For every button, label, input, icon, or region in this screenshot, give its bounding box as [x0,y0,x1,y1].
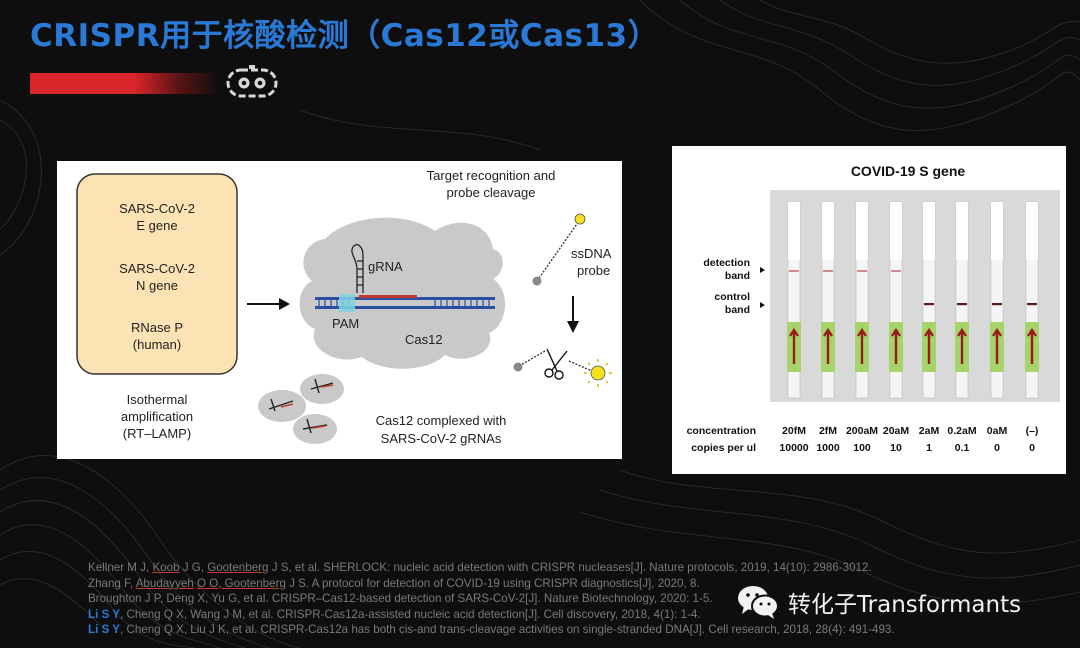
arrow-down-icon [567,296,579,333]
concentration-value: 20aM [883,425,910,437]
concentration-value: (–) [1026,425,1039,437]
test-strip [955,201,969,399]
detection-pointer [760,267,765,273]
control-pointer [760,302,765,308]
watermark-text: 转化子Transformants [788,592,1022,618]
box-line1: SARS-CoV-2 [119,201,195,216]
arrow-right-icon [247,298,290,310]
references: Kellner M J, Koob J G, Gootenberg J S, e… [88,560,1068,638]
detection-line2: band [725,270,750,282]
slide-title: CRISPR用于核酸检测（Cas12或Cas13） [30,18,660,54]
box-line4: N gene [136,278,178,293]
reference-1: Kellner M J, Koob J G, Gootenberg J S, e… [88,561,872,574]
ssdna-probe [532,213,586,286]
detection-line1: detection [703,257,750,269]
cas12-detection-diagram: SARS-CoV-2 E gene SARS-CoV-2 N gene RNas… [57,161,622,459]
copies-value: 0 [1029,442,1035,454]
strips-photo [770,190,1060,402]
iso-line1: Isothermal [127,392,188,407]
target-genes-box [76,173,238,375]
concentration-value: 0aM [987,425,1008,437]
test-strip [922,201,936,399]
complex-line1: Cas12 complexed with [376,413,507,428]
lateral-flow-strips-figure: COVID-19 S gene detection band control b… [672,146,1066,474]
complex-line2: SARS-CoV-2 gRNAs [381,431,502,446]
reference-3: Broughton J P, Deng X, Yu G, et al. CRIS… [88,592,713,606]
concentration-label: concentration [687,425,756,437]
test-strip [1025,201,1039,399]
watermark: 转化子Transformants [736,582,1021,622]
copies-value: 10000 [779,442,808,454]
copies-value: 10 [890,442,902,454]
control-line2: band [725,304,750,316]
dna-duplex [315,294,495,312]
robot-icon [226,65,278,98]
ssdna-line1: ssDNA [571,246,612,261]
box-line2: E gene [136,218,177,233]
concentration-value: 2aM [919,425,940,437]
box-line6: (human) [133,337,181,352]
concentration-value: 2fM [819,425,837,437]
iso-line2: amplification [121,409,193,424]
concentration-value: 200aM [846,425,878,437]
copies-value: 100 [853,442,871,454]
reference-2: Zhang F, Abudayyeh O O, Gootenberg J S. … [88,576,700,590]
figure-title: COVID-19 S gene [851,163,966,179]
cas12-label: Cas12 [405,332,443,347]
test-strip [787,201,801,399]
box-line3: SARS-CoV-2 [119,261,195,276]
copies-row: 10000 1000 100 10 1 0.1 0 0 [779,442,1035,454]
strips-group [787,201,1039,399]
copies-value: 0.1 [955,442,970,454]
target-line1: Target recognition and [427,168,556,183]
grna-hairpin [351,243,364,293]
reference-4: Li S Y, Cheng Q X, Wang J M, et al. CRIS… [88,607,701,621]
title-accent-bar [30,73,220,94]
box-line5: RNase P [131,320,183,335]
reference-5: Li S Y, Cheng Q X, Liu J K, et al. CRISP… [88,623,895,637]
test-strip [889,201,903,399]
cas12-protein [299,217,506,369]
control-line1: control [714,291,750,303]
copies-value: 1000 [816,442,840,454]
cas12-gRNA-complexes [258,374,344,444]
copies-value: 0 [994,442,1000,454]
test-strip [821,201,835,399]
wechat-icon [738,586,779,619]
test-strip [855,201,869,399]
ssdna-line2: probe [577,263,610,278]
test-strip [990,201,1004,399]
scissors-icon [544,348,568,380]
concentration-value: 20fM [782,425,806,437]
cleaved-probe [513,350,612,387]
copies-value: 1 [926,442,932,454]
copies-label: copies per ul [691,442,756,454]
grna-label: gRNA [368,259,403,274]
target-line2: probe cleavage [447,185,536,200]
pam-label: PAM [332,316,359,331]
concentration-value: 0.2aM [947,425,976,437]
iso-line3: (RT–LAMP) [123,426,191,441]
concentration-row: 20fM 2fM 200aM 20aM 2aM 0.2aM 0aM (–) [782,425,1038,437]
